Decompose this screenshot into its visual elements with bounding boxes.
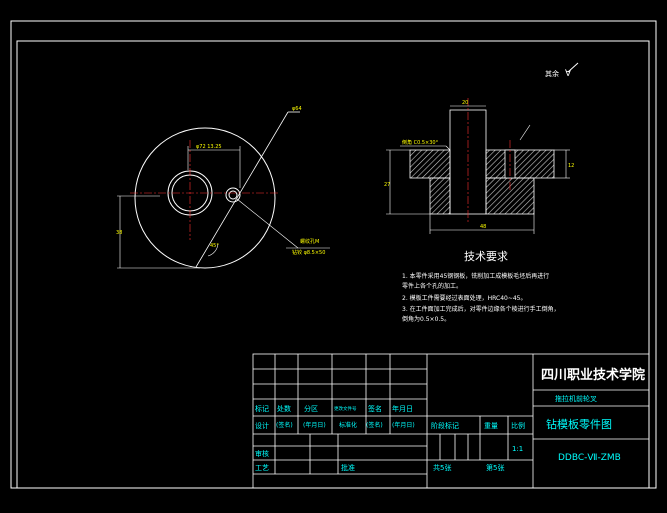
roughness-symbol-icon: ∀ [565, 69, 572, 79]
small-hole [225, 187, 241, 203]
sheet-no: 第5张 [486, 463, 504, 472]
row-label-shenhe: 审核 [255, 449, 269, 458]
small-hole-inner [228, 190, 238, 200]
outer-diameter-label: φ64 [292, 106, 302, 112]
row-label-fenqu: 分区 [304, 404, 318, 413]
angle-label: 45° [210, 243, 219, 249]
row-label-gengai: 更改文件号 [334, 405, 357, 412]
part-name: 钻模板零件图 [546, 417, 612, 431]
section-top-width: 20 [462, 100, 468, 106]
sheets-total: 共5张 [433, 463, 451, 472]
stage-label: 阶段标记 [431, 421, 459, 430]
school-name: 四川职业技术学院 [541, 367, 645, 383]
section-left-height: 27 [384, 182, 390, 188]
row-label-qianming-paren: (签名) [276, 421, 293, 429]
outer-circle [134, 127, 276, 269]
hole-spec-label: 钻铰 φ8.5×50 [292, 249, 325, 256]
tech-req-item-2: 零件上各个孔的加工。 [402, 282, 462, 290]
hole-leader-label: 螺纹孔M [300, 238, 319, 245]
tech-req-item-5: 倒角为0.5×0.5。 [402, 315, 450, 323]
scale-label: 比例 [511, 421, 525, 430]
title-block-text: 标记 处数 分区 更改文件号 签名 年月日 设计 (签名) (年月日) 标准化 … [255, 367, 645, 472]
row-label-chushu: 处数 [277, 404, 291, 413]
weight-label: 重量 [484, 422, 498, 430]
tech-req-item-4: 3. 在工件面加工完成后，对零件边缘各个棱进行手工倒角， [402, 305, 560, 313]
row-label-sheji: 设计 [255, 421, 269, 430]
roughness-note: 其余 ∀ [545, 62, 579, 79]
row-label-qianming: 签名 [368, 404, 382, 413]
section-right-height: 12 [568, 163, 574, 169]
scale-value: 1:1 [512, 445, 523, 453]
tech-req-item-3: 2. 模板工件需要经过表面处理，HRC40~45。 [402, 294, 527, 302]
row-label-nianyueri-paren: (年月日) [303, 421, 326, 429]
drawing-subtitle: 拖拉机前轮叉 [555, 394, 597, 403]
row-label-nianyueri: 年月日 [392, 404, 413, 413]
tech-req-title: 技术要求 [464, 250, 508, 263]
row-label-qianming-paren2: (签名) [366, 421, 383, 429]
tech-req-item-1: 1. 本零件采用45钢钢板，铣削加工成模板毛坯后再进行 [402, 272, 549, 280]
tech-requirements: 技术要求 1. 本零件采用45钢钢板，铣削加工成模板毛坯后再进行 零件上各个孔的… [402, 250, 560, 323]
chamfer-label: 倒角 C0.5×30° [402, 139, 439, 146]
row-label-nianyueri-paren2: (年月日) [392, 421, 415, 429]
row-label-pizhun: 批准 [341, 463, 355, 472]
row-label-biaozhunhua: 标准化 [339, 421, 357, 429]
drawing-number: DDBC-Ⅶ-ZMB [558, 453, 621, 463]
section-bottom-width: 48 [480, 224, 486, 230]
height-dim-label: 38 [116, 230, 122, 236]
row-label-gongyi: 工艺 [255, 464, 269, 472]
front-view: φ64 φ72 13.25 38 45° 螺纹孔M 钻铰 φ8.5×50 [116, 106, 330, 269]
section-view: 20 倒角 C0.5×30° 27 12 48 [384, 98, 574, 234]
bolt-circle-dims: φ72 13.25 [196, 144, 222, 150]
row-label-biaoji: 标记 [255, 404, 269, 413]
roughness-label: 其余 [545, 69, 559, 78]
title-block [252, 353, 650, 489]
